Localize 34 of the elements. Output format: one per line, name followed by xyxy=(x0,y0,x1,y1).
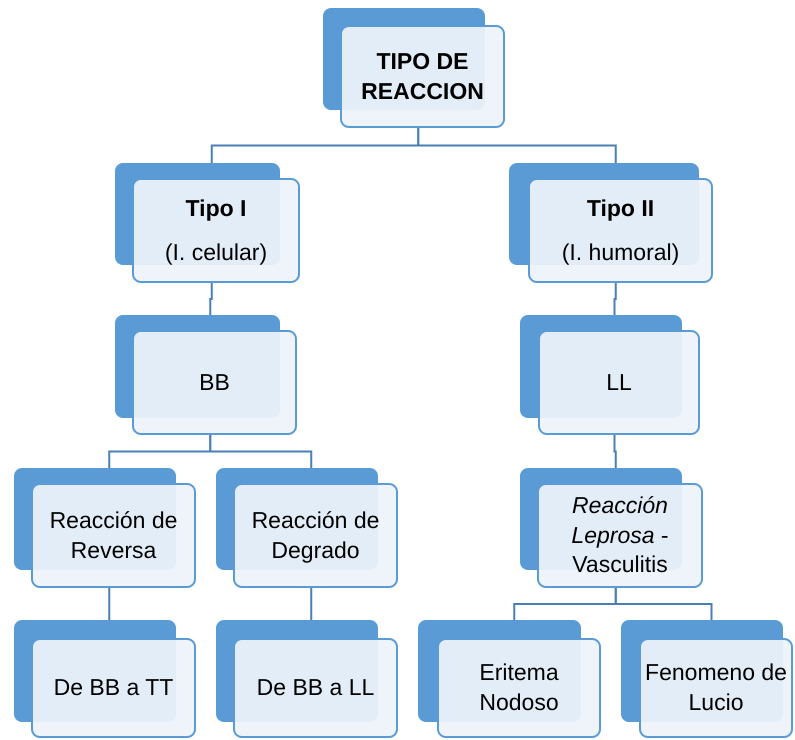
node-label: TIPO DE REACCION xyxy=(360,46,485,106)
node-label: LL xyxy=(606,368,632,397)
tabbed-box xyxy=(14,468,196,588)
node-label: (I. humoral) xyxy=(562,238,680,267)
tabbed-box xyxy=(216,620,398,738)
tabbed-box xyxy=(115,315,297,435)
tabbed-box xyxy=(418,620,601,738)
node-heading: Tipo II xyxy=(586,194,654,223)
connector-line xyxy=(417,128,617,163)
tabbed-box xyxy=(520,315,700,435)
tabbed-box xyxy=(115,163,300,283)
node-label: De BB a TT xyxy=(54,673,174,702)
tabbed-box xyxy=(520,468,703,588)
node-label: Fenomeno de Lucio xyxy=(645,658,787,717)
node-label: De BB a LL xyxy=(256,673,374,702)
tabbed-box xyxy=(509,163,713,283)
node-label: BB xyxy=(199,368,230,397)
node-heading: Tipo I xyxy=(186,194,246,223)
connector-line xyxy=(310,588,312,620)
connector-line xyxy=(108,588,110,620)
node-label: Reacción de Reversa xyxy=(48,506,178,564)
connector-line xyxy=(209,283,213,315)
tabbed-box xyxy=(216,468,398,588)
connector-line xyxy=(614,283,617,315)
tabbed-box xyxy=(14,620,196,738)
tabbed-box xyxy=(323,8,505,128)
node-label: Eritema Nodoso xyxy=(478,658,560,717)
connector-line xyxy=(614,435,617,468)
node-label: Reacción Leprosa - Vasculitis xyxy=(570,490,670,580)
connector-line xyxy=(209,435,312,468)
node-label: Reacción de Degrado xyxy=(250,506,380,565)
tabbed-box xyxy=(621,620,793,738)
connector-line xyxy=(614,588,712,620)
node-label: (I. celular) xyxy=(164,238,268,267)
